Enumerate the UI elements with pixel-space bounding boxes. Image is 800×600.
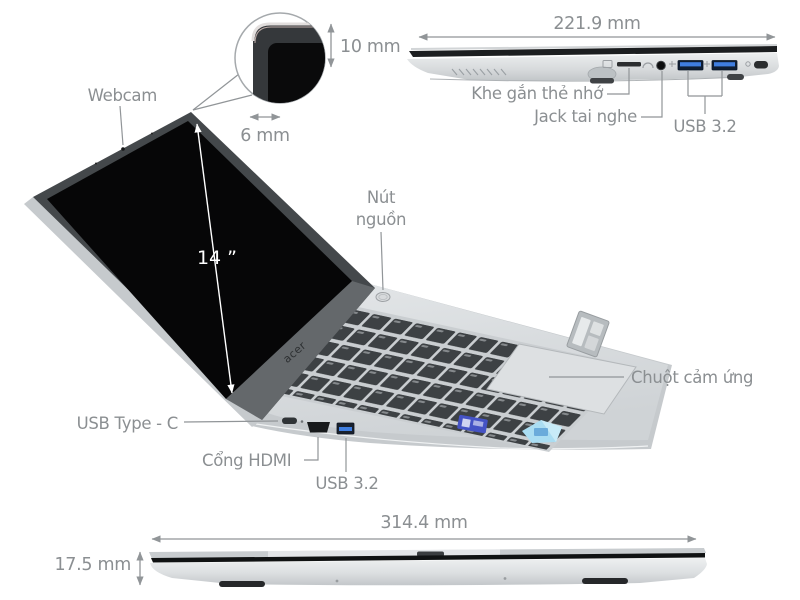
mic-dot-right [151, 132, 153, 135]
deck-front-highlight [255, 423, 649, 450]
front-foot-left [219, 581, 265, 587]
headphone-jack-port [656, 60, 666, 71]
usb-a-port-1 [677, 60, 704, 71]
front-view: 314.4 mm 17.5 mm [54, 513, 707, 587]
side-view: 221.9 mm Khe gắn thẻ nhớ [407, 14, 779, 136]
front-lid-notch [417, 551, 444, 557]
side-base-body [407, 53, 779, 81]
usb32-side-leader [687, 71, 723, 114]
main-annotations: Webcam 14 ” Nút nguồn Chuột cảm ứng USB … [77, 86, 754, 493]
side-foot-right [727, 74, 744, 80]
usb-c-port [282, 417, 297, 424]
mic-dot-left [95, 162, 97, 165]
width-label: 314.4 mm [380, 513, 467, 533]
corner-detail: 10 mm 6 mm [192, 12, 401, 146]
usb-a-port-left [336, 422, 355, 435]
side-lid-top [410, 44, 778, 50]
lid-bottom-band [226, 281, 375, 420]
hdmi-label: Cổng HDMI [202, 451, 291, 470]
webcam-label: Webcam [88, 86, 157, 105]
side-foot-left [590, 78, 614, 84]
webcam-dot [121, 147, 125, 151]
usb-icon-1 [669, 61, 676, 67]
usb-c-leader [183, 420, 279, 423]
usb-a-port-2 [711, 60, 738, 71]
webcam-leader [119, 105, 124, 146]
screen-size-arrow [194, 123, 235, 394]
usb32-bottom-label: USB 3.2 [315, 474, 378, 493]
spec-sticker [566, 310, 610, 358]
touchpad-label: Chuột cảm ứng [631, 368, 753, 387]
usb-icon-2 [704, 61, 710, 67]
power-label-line2: nguồn [356, 210, 406, 229]
top-bezel-label: 10 mm [340, 37, 400, 57]
jack-leader [641, 71, 663, 118]
hdmi-port [307, 422, 330, 433]
depth-label: 221.9 mm [553, 14, 640, 34]
side-lid-edge [409, 46, 777, 57]
height-label: 17.5 mm [54, 555, 131, 575]
sd-card-icon [602, 60, 613, 68]
front-base-body [150, 558, 707, 586]
intel-sticker [457, 414, 488, 434]
side-bezel-label: 6 mm [240, 126, 290, 146]
screen-size-label: 14 ” [197, 247, 237, 269]
headphone-icon [642, 62, 654, 69]
power-button-ring [378, 293, 388, 300]
front-screw-left [335, 579, 339, 583]
power-leader [380, 231, 384, 291]
main-laptop-view: acer [24, 112, 672, 452]
touchpad [486, 343, 637, 415]
usb32-side-label: USB 3.2 [673, 117, 736, 136]
mic-hole [300, 420, 304, 423]
vent-grille [451, 68, 507, 76]
lock-slot [754, 61, 768, 69]
power-label-line1: Nút [367, 188, 396, 207]
power-button [375, 292, 391, 302]
card-slot-label: Khe gắn thẻ nhớ [471, 84, 603, 103]
detail-leader-upper [192, 73, 240, 111]
front-screw-right [503, 577, 507, 580]
front-foot-right [582, 578, 628, 584]
holo-sticker [522, 420, 562, 443]
card-slot-leader [607, 68, 630, 95]
lock-icon [745, 61, 751, 67]
hdmi-leader [304, 437, 319, 461]
keyboard-keys [266, 308, 630, 450]
sd-card-slot [617, 62, 641, 67]
usb-c-label: USB Type - C [77, 414, 178, 433]
front-screen-gap [151, 553, 705, 563]
detail-leader-lower [192, 94, 253, 111]
jack-label: Jack tai nghe [533, 107, 637, 126]
